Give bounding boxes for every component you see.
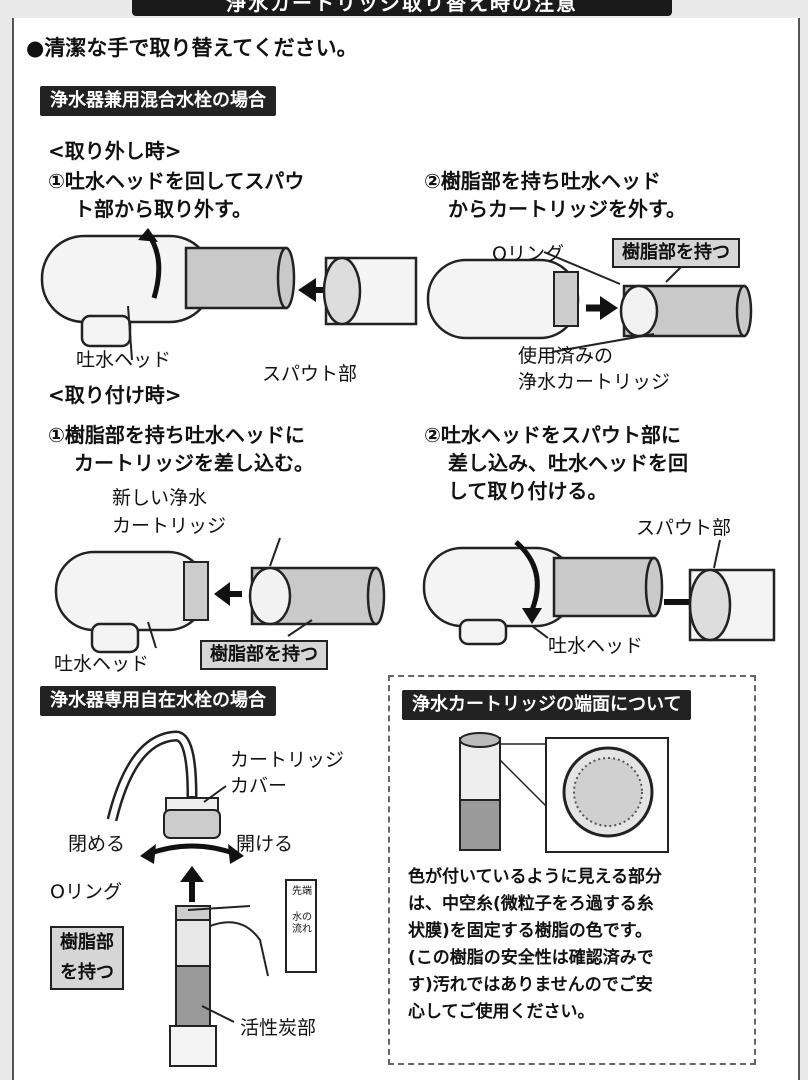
removal-step2-illustration <box>426 251 753 353</box>
free-faucet-illustration <box>106 730 317 1067</box>
cartridge-end-note-box <box>388 675 756 1065</box>
install-label-head: 吐水ヘッド <box>54 653 150 675</box>
removal-heading: <取り外し時> <box>48 139 182 163</box>
removal-step1-line1: ①吐水ヘッドを回してスパウ <box>48 169 305 193</box>
end-note-line1: 色が付いているように見える部分 <box>408 867 662 887</box>
label-carbon: 活性炭部 <box>240 1017 317 1039</box>
section-title-mixer: 浄水器兼用混合水栓の場合 <box>40 86 276 116</box>
cartridge-mark-tip: 先端 <box>292 886 312 897</box>
removal-label-head: 吐水ヘッド <box>76 349 172 371</box>
end-note-line6: 心してご使用ください。 <box>408 1002 595 1022</box>
faucet-tag-hold-line2: を持つ <box>60 962 114 983</box>
install-heading: <取り付け時> <box>48 383 182 407</box>
removal-label-used-line1: 使用済みの <box>518 345 614 367</box>
install-step2-line3: して取り付ける。 <box>448 479 608 503</box>
section-title-free-faucet: 浄水器専用自在水栓の場合 <box>40 686 276 716</box>
page-title: 浄水カートリッジ取り替え時の注意 <box>132 0 672 16</box>
label-cover-line1: カートリッジ <box>230 749 345 771</box>
label-close: 閉める <box>68 833 126 855</box>
faucet-tag-hold-line1: 樹脂部 <box>60 932 114 953</box>
end-note-line3: 状膜)を固定する樹脂の色です。 <box>408 921 653 941</box>
cartridge-mark-flow: 水の流れ <box>292 912 312 935</box>
install-label-new-line2: カートリッジ <box>112 515 227 537</box>
end-note-line5: す)汚れではありませんのでご安 <box>408 975 653 995</box>
label-cover-line2: カバー <box>230 775 288 797</box>
removal-step1-illustration <box>40 228 418 361</box>
install-step2-line1: ②吐水ヘッドをスパウト部に <box>424 423 681 447</box>
install-label-spout: スパウト部 <box>636 517 732 539</box>
install-step2-illustration <box>422 539 776 646</box>
cartridge-end-illustration <box>459 732 669 853</box>
install-label-new-line1: 新しい浄水 <box>112 487 208 509</box>
install-step2-line2: 差し込み、吐水ヘッドを回 <box>448 451 688 475</box>
install-step1-line1: ①樹脂部を持ち吐水ヘッドに <box>48 423 305 447</box>
install-label-head2: 吐水ヘッド <box>548 635 644 657</box>
intro-text: ●清潔な手で取り替えてください。 <box>26 36 358 60</box>
removal-step1-line2: ト部から取り外す。 <box>74 197 252 221</box>
content-panel <box>12 18 800 1080</box>
faucet-tag-hold: 樹脂部 を持つ <box>50 926 124 990</box>
removal-step2-line2: からカートリッジを外す。 <box>448 197 686 221</box>
end-note-line4: (この樹脂の安全性は確認済みで <box>408 948 654 968</box>
label-open: 開ける <box>236 833 294 855</box>
removal-label-used-line2: 浄水カートリッジ <box>518 371 671 393</box>
install-tag-hold: 樹脂部を持つ <box>200 640 328 670</box>
section-title-cartridge-end: 浄水カートリッジの端面について <box>402 690 692 720</box>
install-step1-line2: カートリッジを差し込む。 <box>74 451 314 475</box>
install-step1-illustration <box>54 537 386 654</box>
end-note-line2: は、中空糸(微粒子をろ過する糸 <box>408 894 654 914</box>
removal-label-spout: スパウト部 <box>262 363 358 385</box>
removal-step2-line1: ②樹脂部を持ち吐水ヘッド <box>424 169 661 193</box>
removal-label-oring: Oリング <box>492 243 564 265</box>
label-oring-faucet: Oリング <box>50 881 122 903</box>
removal-tag-hold: 樹脂部を持つ <box>612 238 740 268</box>
